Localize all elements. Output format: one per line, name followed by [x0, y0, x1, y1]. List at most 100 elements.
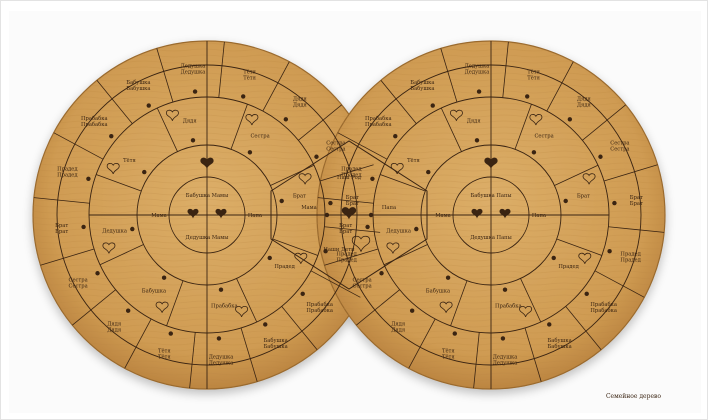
- left-ring-dot: [193, 89, 197, 93]
- left-ring-dot: [81, 225, 85, 229]
- right-ring-label: Бабушка: [547, 337, 571, 344]
- right-center-bottom-label: Дедушка Папы: [470, 235, 512, 241]
- left-mid-dot: [248, 150, 252, 154]
- left-ring-label: Прабабка: [306, 307, 333, 314]
- left-mid-label: Прабабка: [211, 302, 238, 309]
- left-center-top-label: Бабушка Мамы: [186, 192, 228, 199]
- right-ring-dot: [607, 249, 611, 253]
- right-mid-label: Бабушка: [426, 288, 450, 295]
- right-ring-dot: [379, 271, 383, 275]
- bridge-dot-right: [369, 213, 373, 217]
- left-ring-label: Бабушка: [263, 343, 287, 350]
- left-ring-dot: [241, 94, 245, 98]
- left-ring-dot: [314, 155, 318, 159]
- right-ring-dot: [612, 201, 616, 205]
- right-mid-dot: [503, 287, 507, 291]
- right-ring-dot: [568, 117, 572, 121]
- left-mid-dot: [130, 227, 134, 231]
- right-ring-label: Дедушка: [465, 70, 490, 76]
- left-center-bottom-label: Дедушка Мамы: [186, 235, 229, 241]
- right-ring-label: Сестра: [610, 146, 629, 152]
- left-ring-label: Прабабка: [81, 121, 108, 128]
- right-mid-dot: [446, 276, 450, 280]
- right-center-top-label: Бабушка Папы: [470, 192, 511, 199]
- left-mid-dot: [191, 138, 195, 142]
- right-mid-label: Брат: [577, 194, 590, 200]
- left-mid-label: Дедушка: [102, 228, 127, 234]
- right-ring-label: Прабабка: [365, 115, 392, 122]
- left-ring-label: Тётя: [158, 348, 171, 355]
- right-ring-label: Сестра: [352, 284, 371, 290]
- right-ring-dot: [370, 177, 374, 181]
- left-ring-dot: [169, 331, 173, 335]
- left-ring-dot: [217, 336, 221, 340]
- right-ring-label: Тётя: [442, 348, 455, 355]
- right-ring-dot: [453, 331, 457, 335]
- right-mid-label: Дядя: [467, 119, 481, 125]
- left-ring-label: Брат: [346, 201, 359, 207]
- right-ring-dot: [477, 89, 481, 93]
- right-ring-dot: [431, 103, 435, 107]
- left-ring-label: Бабушка: [126, 85, 150, 92]
- right-ring-label: Тётя: [527, 68, 540, 75]
- left-ring-label: Сестра: [326, 146, 345, 152]
- left-mid-dot: [142, 170, 146, 174]
- left-ring-label: Тётя: [243, 74, 256, 81]
- left-mid-label: Дядя: [183, 119, 197, 125]
- right-ring-label: Прадед: [620, 258, 640, 264]
- left-ring-dot: [147, 103, 151, 107]
- right-ring-dot: [585, 292, 589, 296]
- right-hub-left-label: Мама: [435, 213, 451, 219]
- family-tree-board: ПрадедПрадедПрабабкаПрабабкаБабушкаБабуш…: [9, 11, 701, 413]
- right-ring-label: Бабушка: [547, 343, 571, 350]
- left-ring-dot: [95, 271, 99, 275]
- right-ring-label: Дедушка: [493, 360, 518, 366]
- bridge-dot-left: [325, 213, 329, 217]
- bridge-left-label: Мама: [301, 205, 317, 211]
- right-mid-dot: [552, 256, 556, 260]
- right-ring-dot: [410, 309, 414, 313]
- right-ring-label: Бабушка: [410, 79, 434, 86]
- left-ring-dot: [109, 134, 113, 138]
- left-ring-label: Бабушка: [263, 337, 287, 344]
- right-mid-dot: [475, 138, 479, 142]
- left-ring-label: Дедушка: [209, 360, 234, 366]
- left-hub-right-label: Папа: [248, 213, 262, 219]
- left-ring-label: Дядя: [293, 102, 307, 108]
- right-hub-right-label: Папа: [532, 213, 546, 219]
- right-ring-dot: [393, 134, 397, 138]
- right-ring-dot: [547, 322, 551, 326]
- right-ring-dot: [501, 336, 505, 340]
- bridge-right-label: Папа: [382, 205, 396, 211]
- left-ring-label: Брат: [55, 229, 68, 235]
- right-mid-dot: [426, 170, 430, 174]
- right-mid-label: Тётя: [407, 157, 420, 164]
- right-ring-label: Брат: [339, 229, 352, 235]
- left-mid-label: Сестра: [250, 133, 269, 139]
- left-mid-label: Тётя: [123, 157, 136, 164]
- right-ring-label: Брат: [630, 201, 643, 207]
- bridge-bottom-label: Наши Дети: [323, 247, 355, 253]
- right-ring-label: Тётя: [527, 74, 540, 81]
- left-ring-label: Дядя: [107, 328, 121, 334]
- left-mid-label: Брат: [293, 194, 306, 200]
- left-ring-dot: [284, 117, 288, 121]
- product-photo: ПрадедПрадедПрабабкаПрабабкаБабушкаБабуш…: [9, 11, 701, 413]
- left-hub-left-label: Мама: [151, 213, 167, 219]
- right-mid-label: Сестра: [534, 133, 553, 139]
- left-ring-label: Сестра: [68, 284, 87, 290]
- left-ring-label: Прадед: [336, 258, 356, 264]
- bridge-top-label: Наш Род: [337, 175, 361, 181]
- left-mid-label: Прадед: [274, 264, 294, 270]
- left-mid-dot: [219, 287, 223, 291]
- left-ring-label: Прабабка: [306, 301, 333, 308]
- left-mid-dot: [162, 276, 166, 280]
- right-ring-dot: [598, 155, 602, 159]
- right-mid-dot: [414, 227, 418, 231]
- left-mid-dot: [279, 199, 283, 203]
- left-ring-label: Дедушка: [181, 70, 206, 76]
- right-ring-label: Дядя: [577, 102, 591, 108]
- right-ring-label: Прабабка: [365, 121, 392, 128]
- right-ring-label: Дядя: [391, 328, 405, 334]
- left-ring-label: Прадед: [57, 172, 77, 178]
